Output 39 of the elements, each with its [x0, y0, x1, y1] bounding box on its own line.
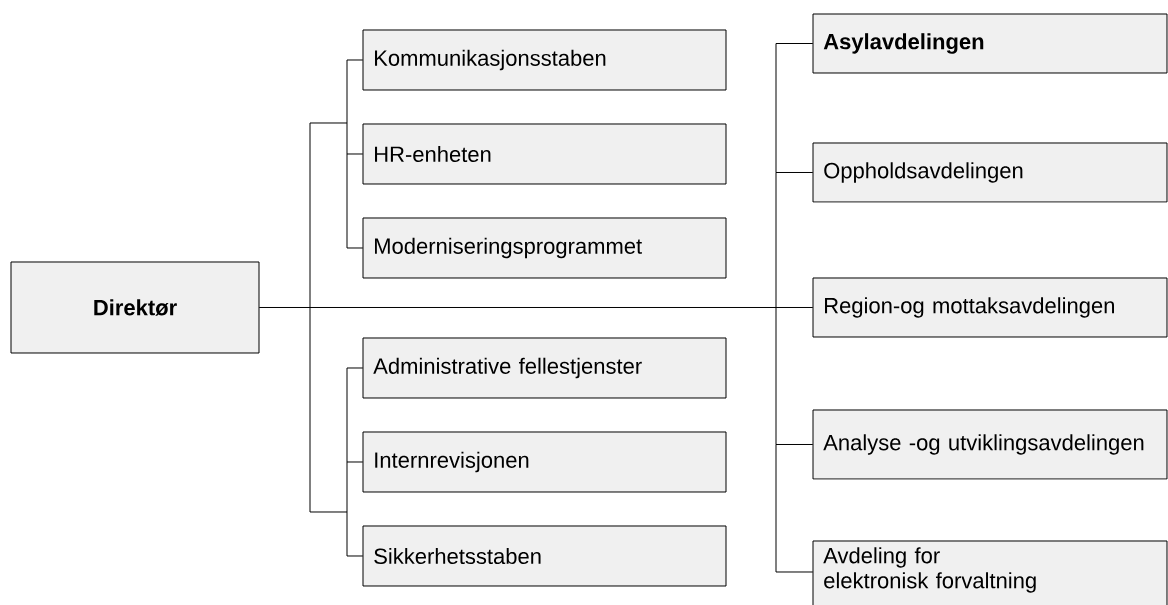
connector [346, 367, 348, 463]
connector [346, 122, 348, 155]
connector [309, 122, 348, 124]
connector [775, 307, 814, 308]
box: Internrevisjonen [362, 431, 727, 493]
connector [346, 461, 364, 463]
connector [346, 59, 348, 124]
connector [309, 307, 777, 308]
connector [775, 43, 814, 44]
connector [258, 307, 311, 308]
connector [346, 59, 364, 61]
connector [346, 555, 364, 557]
connector [346, 153, 348, 249]
box: Analyse -og utviklingsavdelingen [812, 409, 1168, 480]
connector [775, 172, 777, 308]
box: Avdeling for elektronisk forvaltning [812, 540, 1168, 605]
box: Kommunikasjonsstaben [362, 29, 727, 91]
box: Asylavdelingen [812, 13, 1168, 74]
connector [346, 511, 348, 557]
connector [775, 444, 777, 573]
connector [309, 307, 311, 513]
box: HR-enheten [362, 123, 727, 185]
box: Oppholdsavdelingen [812, 142, 1168, 203]
connector [775, 444, 814, 445]
box: Direktør [10, 261, 260, 354]
connector [346, 367, 364, 369]
connector [346, 247, 364, 249]
connector [775, 43, 777, 173]
connector [309, 122, 311, 308]
connector [775, 571, 814, 573]
connector [346, 461, 348, 513]
connector [346, 153, 364, 155]
connector [775, 172, 814, 173]
connector [775, 307, 777, 445]
box: Sikkerhetsstaben [362, 525, 727, 587]
box: Moderniseringsprogrammet [362, 217, 727, 279]
box: Administrative fellestjenster [362, 337, 727, 399]
connector [309, 511, 348, 513]
box: Region-og mottaksavdelingen [812, 277, 1168, 338]
